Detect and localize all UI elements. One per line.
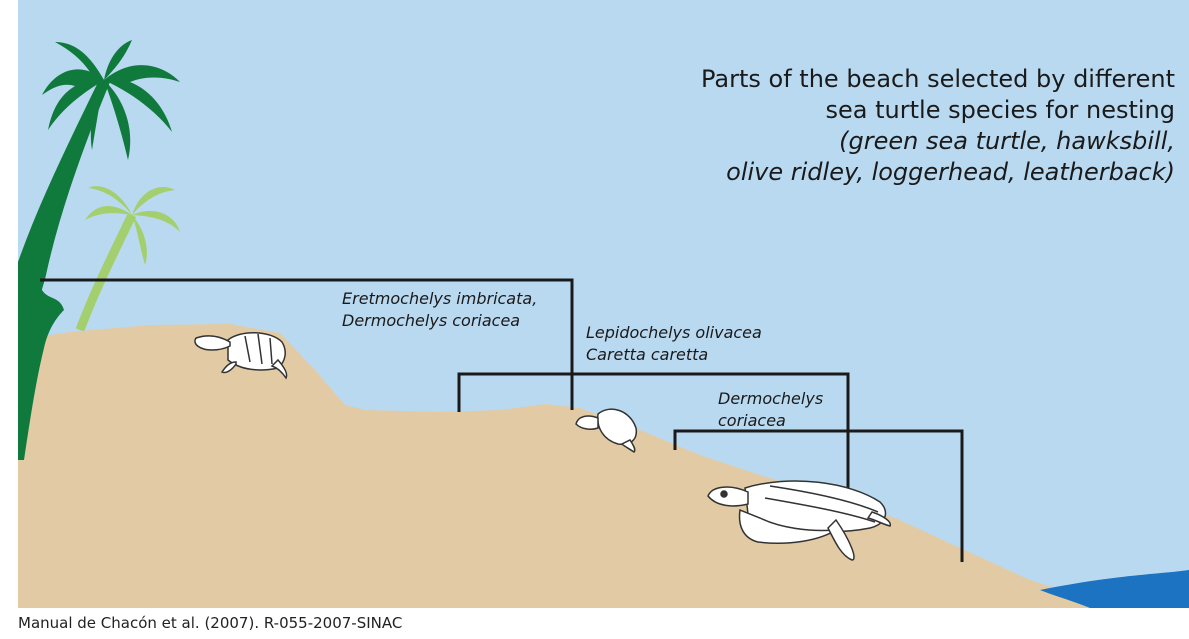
zone-label-1: Eretmochelys imbricata, Dermochelys cori…: [342, 288, 537, 332]
zone-label-3: Dermochelys coriacea: [718, 388, 823, 432]
page-title: Parts of the beach selected by different…: [701, 64, 1175, 188]
zone-label-1-line-1: Eretmochelys imbricata,: [342, 288, 537, 310]
zone-label-2-line-1: Lepidochelys olivacea: [586, 322, 762, 344]
source-citation: Manual de Chacón et al. (2007). R-055-20…: [18, 614, 402, 632]
white-margin-left: [0, 0, 18, 639]
zone-label-3-line-1: Dermochelys: [718, 388, 823, 410]
title-line-2: sea turtle species for nesting: [701, 95, 1175, 126]
title-line-3: (green sea turtle, hawksbill,: [701, 126, 1175, 157]
zone-label-1-line-2: Dermochelys coriacea: [342, 310, 537, 332]
title-line-1: Parts of the beach selected by different: [701, 64, 1175, 95]
title-line-4: olive ridley, loggerhead, leatherback): [701, 157, 1175, 188]
zone-label-2: Lepidochelys olivacea Caretta caretta: [586, 322, 762, 366]
zone-label-3-line-2: coriacea: [718, 410, 823, 432]
zone-label-2-line-2: Caretta caretta: [586, 344, 762, 366]
